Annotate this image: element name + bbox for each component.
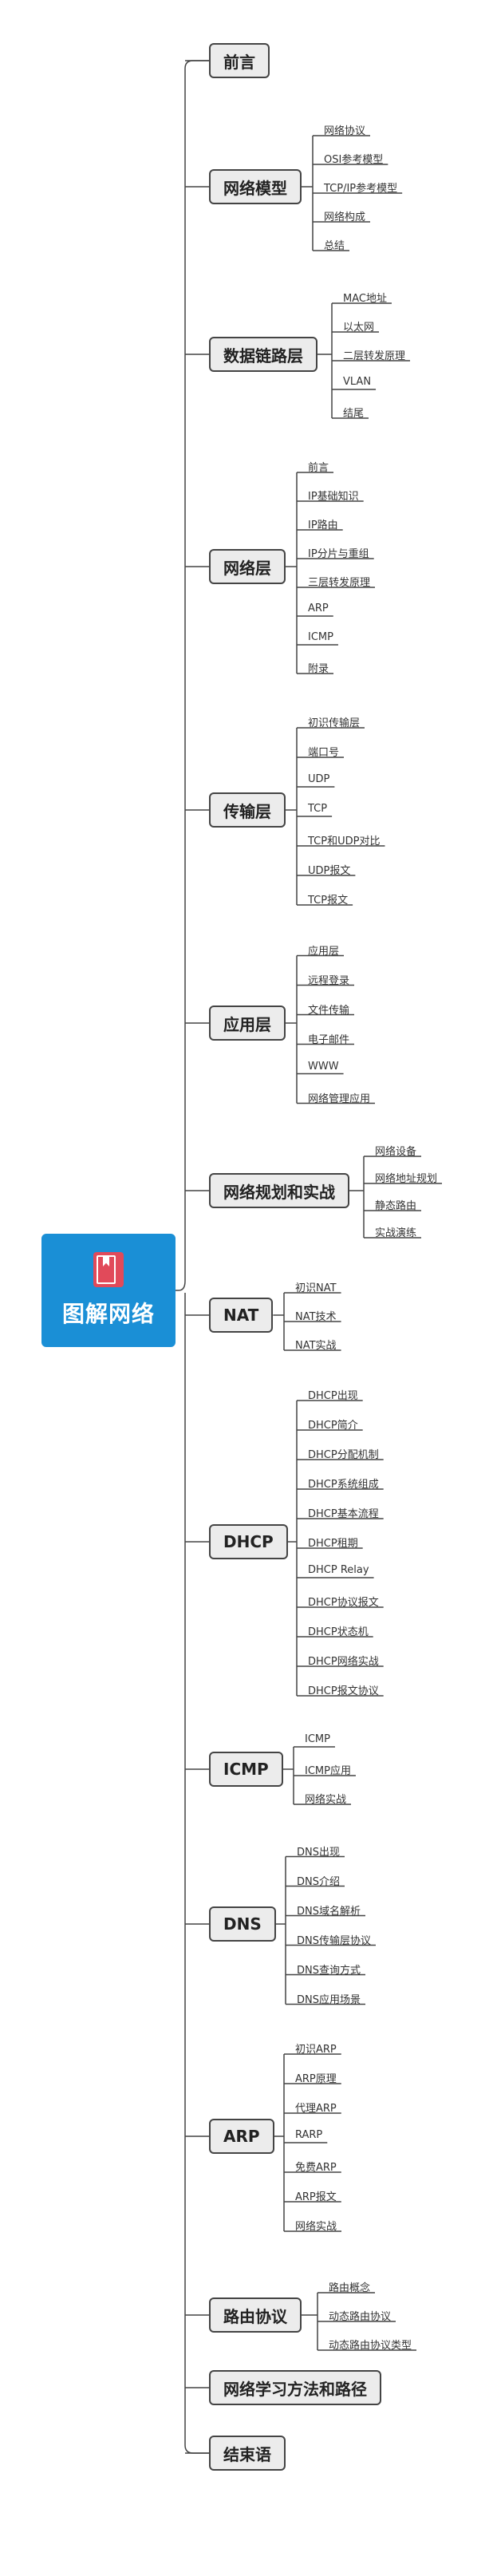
subtopic-item[interactable]: DHCP分配机制 bbox=[308, 1449, 379, 1461]
subtopic-item[interactable]: DNS应用场景 bbox=[297, 1993, 361, 2006]
subtopic-item[interactable]: 网络协议 bbox=[324, 125, 366, 137]
subtopic-item[interactable]: MAC地址 bbox=[343, 293, 387, 305]
subtopic-item[interactable]: DHCP报文协议 bbox=[308, 1685, 379, 1697]
subtopic-item[interactable]: ARP原理 bbox=[295, 2073, 337, 2085]
subtopic-item[interactable]: ICMP bbox=[308, 631, 333, 643]
subtopic-item[interactable]: 网络实战 bbox=[305, 1794, 347, 1806]
trunk-line bbox=[176, 60, 209, 1291]
subtopic-item[interactable]: 初识ARP bbox=[295, 2044, 337, 2056]
subtopic-item[interactable]: 网络地址规划 bbox=[375, 1173, 438, 1185]
subtopic-item[interactable]: 路由概念 bbox=[329, 2282, 371, 2294]
subtopic-item[interactable]: 网络实战 bbox=[295, 2221, 337, 2233]
subtopic-item[interactable]: IP路由 bbox=[308, 520, 338, 531]
subtopic-item[interactable]: 以太网 bbox=[343, 322, 375, 334]
topic-node[interactable]: 应用层 bbox=[209, 1006, 286, 1041]
subtopic-item[interactable]: DHCP基本流程 bbox=[308, 1508, 379, 1520]
trunk-line bbox=[184, 1293, 209, 2454]
topic-node[interactable]: 网络学习方法和路径 bbox=[209, 2370, 381, 2405]
subtopic-item[interactable]: 初识传输层 bbox=[308, 717, 361, 729]
subtopic-item[interactable]: 动态路由协议 bbox=[329, 2311, 392, 2323]
subtopic-item[interactable]: 应用层 bbox=[308, 945, 340, 958]
subtopic-item[interactable]: 初识NAT bbox=[295, 1282, 337, 1294]
root-node[interactable]: 图解网络 bbox=[41, 1234, 176, 1347]
subtopic-item[interactable]: 总结 bbox=[324, 240, 345, 252]
subtopic-item[interactable]: DNS出现 bbox=[297, 1846, 340, 1859]
subtopic-item[interactable]: NAT实战 bbox=[295, 1340, 337, 1352]
subtopic-item[interactable]: 结尾 bbox=[343, 408, 365, 420]
subtopic-item[interactable]: DNS传输层协议 bbox=[297, 1934, 371, 1947]
subtopic-item[interactable]: 电子邮件 bbox=[308, 1033, 350, 1046]
subtopic-item[interactable]: ARP报文 bbox=[295, 2191, 337, 2203]
subtopic-item[interactable]: IP基础知识 bbox=[308, 491, 359, 503]
topic-node[interactable]: DHCP bbox=[209, 1524, 288, 1559]
subtopic-item[interactable]: TCP和UDP对比 bbox=[308, 836, 381, 847]
topic-node[interactable]: NAT bbox=[209, 1298, 274, 1333]
subtopic-item[interactable]: ICMP bbox=[305, 1733, 330, 1745]
subtopic-item[interactable]: ICMP应用 bbox=[305, 1765, 351, 1777]
topic-node[interactable]: ICMP bbox=[209, 1752, 283, 1787]
subtopic-item[interactable]: 网络构成 bbox=[324, 211, 366, 223]
topic-node[interactable]: 网络层 bbox=[209, 549, 286, 584]
subtopic-item[interactable]: DHCP Relay bbox=[308, 1564, 369, 1576]
subtopic-item[interactable]: NAT技术 bbox=[295, 1311, 337, 1323]
subtopic-item[interactable]: TCP bbox=[308, 803, 328, 815]
subtopic-item[interactable]: 代理ARP bbox=[295, 2103, 337, 2115]
topic-node[interactable]: 数据链路层 bbox=[209, 337, 317, 372]
root-title: 图解网络 bbox=[61, 1301, 155, 1327]
subtopic-item[interactable]: 远程登录 bbox=[308, 974, 350, 987]
book-icon bbox=[93, 1252, 124, 1287]
subtopic-item[interactable]: 前言 bbox=[308, 462, 329, 474]
subtopic-item[interactable]: 端口号 bbox=[308, 747, 340, 759]
topic-node[interactable]: 结束语 bbox=[209, 2436, 286, 2471]
subtopic-item[interactable]: 网络设备 bbox=[375, 1146, 417, 1158]
subtopic-item[interactable]: DNS查询方式 bbox=[297, 1964, 361, 1977]
subtopic-item[interactable]: DHCP系统组成 bbox=[308, 1479, 379, 1491]
subtopic-item[interactable]: TCP报文 bbox=[308, 895, 349, 907]
subtopic-item[interactable]: IP分片与重组 bbox=[308, 548, 369, 560]
subtopic-item[interactable]: ARP bbox=[308, 603, 329, 614]
topic-node[interactable]: 前言 bbox=[209, 43, 270, 78]
subtopic-item[interactable]: DHCP出现 bbox=[308, 1390, 358, 1402]
subtopic-item[interactable]: 附录 bbox=[308, 663, 329, 675]
subtopic-item[interactable]: DNS域名解析 bbox=[297, 1905, 361, 1918]
subtopic-item[interactable]: UDP报文 bbox=[308, 865, 351, 877]
subtopic-item[interactable]: 二层转发原理 bbox=[343, 350, 406, 362]
subtopic-item[interactable]: 实战演练 bbox=[375, 1227, 417, 1239]
topic-node[interactable]: 网络规划和实战 bbox=[209, 1173, 349, 1208]
subtopic-item[interactable]: TCP/IP参考模型 bbox=[324, 183, 398, 195]
subtopic-item[interactable]: DHCP网络实战 bbox=[308, 1656, 379, 1668]
subtopic-item[interactable]: DHCP状态机 bbox=[308, 1626, 369, 1638]
subtopic-item[interactable]: DHCP租期 bbox=[308, 1538, 358, 1550]
subtopic-item[interactable]: VLAN bbox=[343, 376, 372, 388]
topic-node[interactable]: 路由协议 bbox=[209, 2297, 302, 2333]
subtopic-item[interactable]: 免费ARP bbox=[295, 2162, 337, 2174]
subtopic-item[interactable]: 静态路由 bbox=[375, 1200, 417, 1212]
subtopic-item[interactable]: 文件传输 bbox=[308, 1004, 350, 1017]
subtopic-item[interactable]: 网络管理应用 bbox=[308, 1092, 371, 1105]
topic-node[interactable]: DNS bbox=[209, 1906, 276, 1942]
topic-node[interactable]: 网络模型 bbox=[209, 169, 302, 204]
topic-node[interactable]: 传输层 bbox=[209, 792, 286, 828]
subtopic-item[interactable]: WWW bbox=[308, 1060, 339, 1073]
subtopic-item[interactable]: OSI参考模型 bbox=[324, 154, 384, 166]
subtopic-item[interactable]: UDP bbox=[308, 773, 330, 785]
subtopic-item[interactable]: DHCP简介 bbox=[308, 1420, 358, 1432]
subtopic-item[interactable]: DHCP协议报文 bbox=[308, 1597, 379, 1609]
subtopic-item[interactable]: DNS介绍 bbox=[297, 1875, 340, 1888]
subtopic-item[interactable]: 动态路由协议类型 bbox=[329, 2340, 412, 2352]
subtopic-item[interactable]: RARP bbox=[295, 2129, 323, 2141]
topic-node[interactable]: ARP bbox=[209, 2119, 274, 2154]
subtopic-item[interactable]: 三层转发原理 bbox=[308, 577, 371, 589]
